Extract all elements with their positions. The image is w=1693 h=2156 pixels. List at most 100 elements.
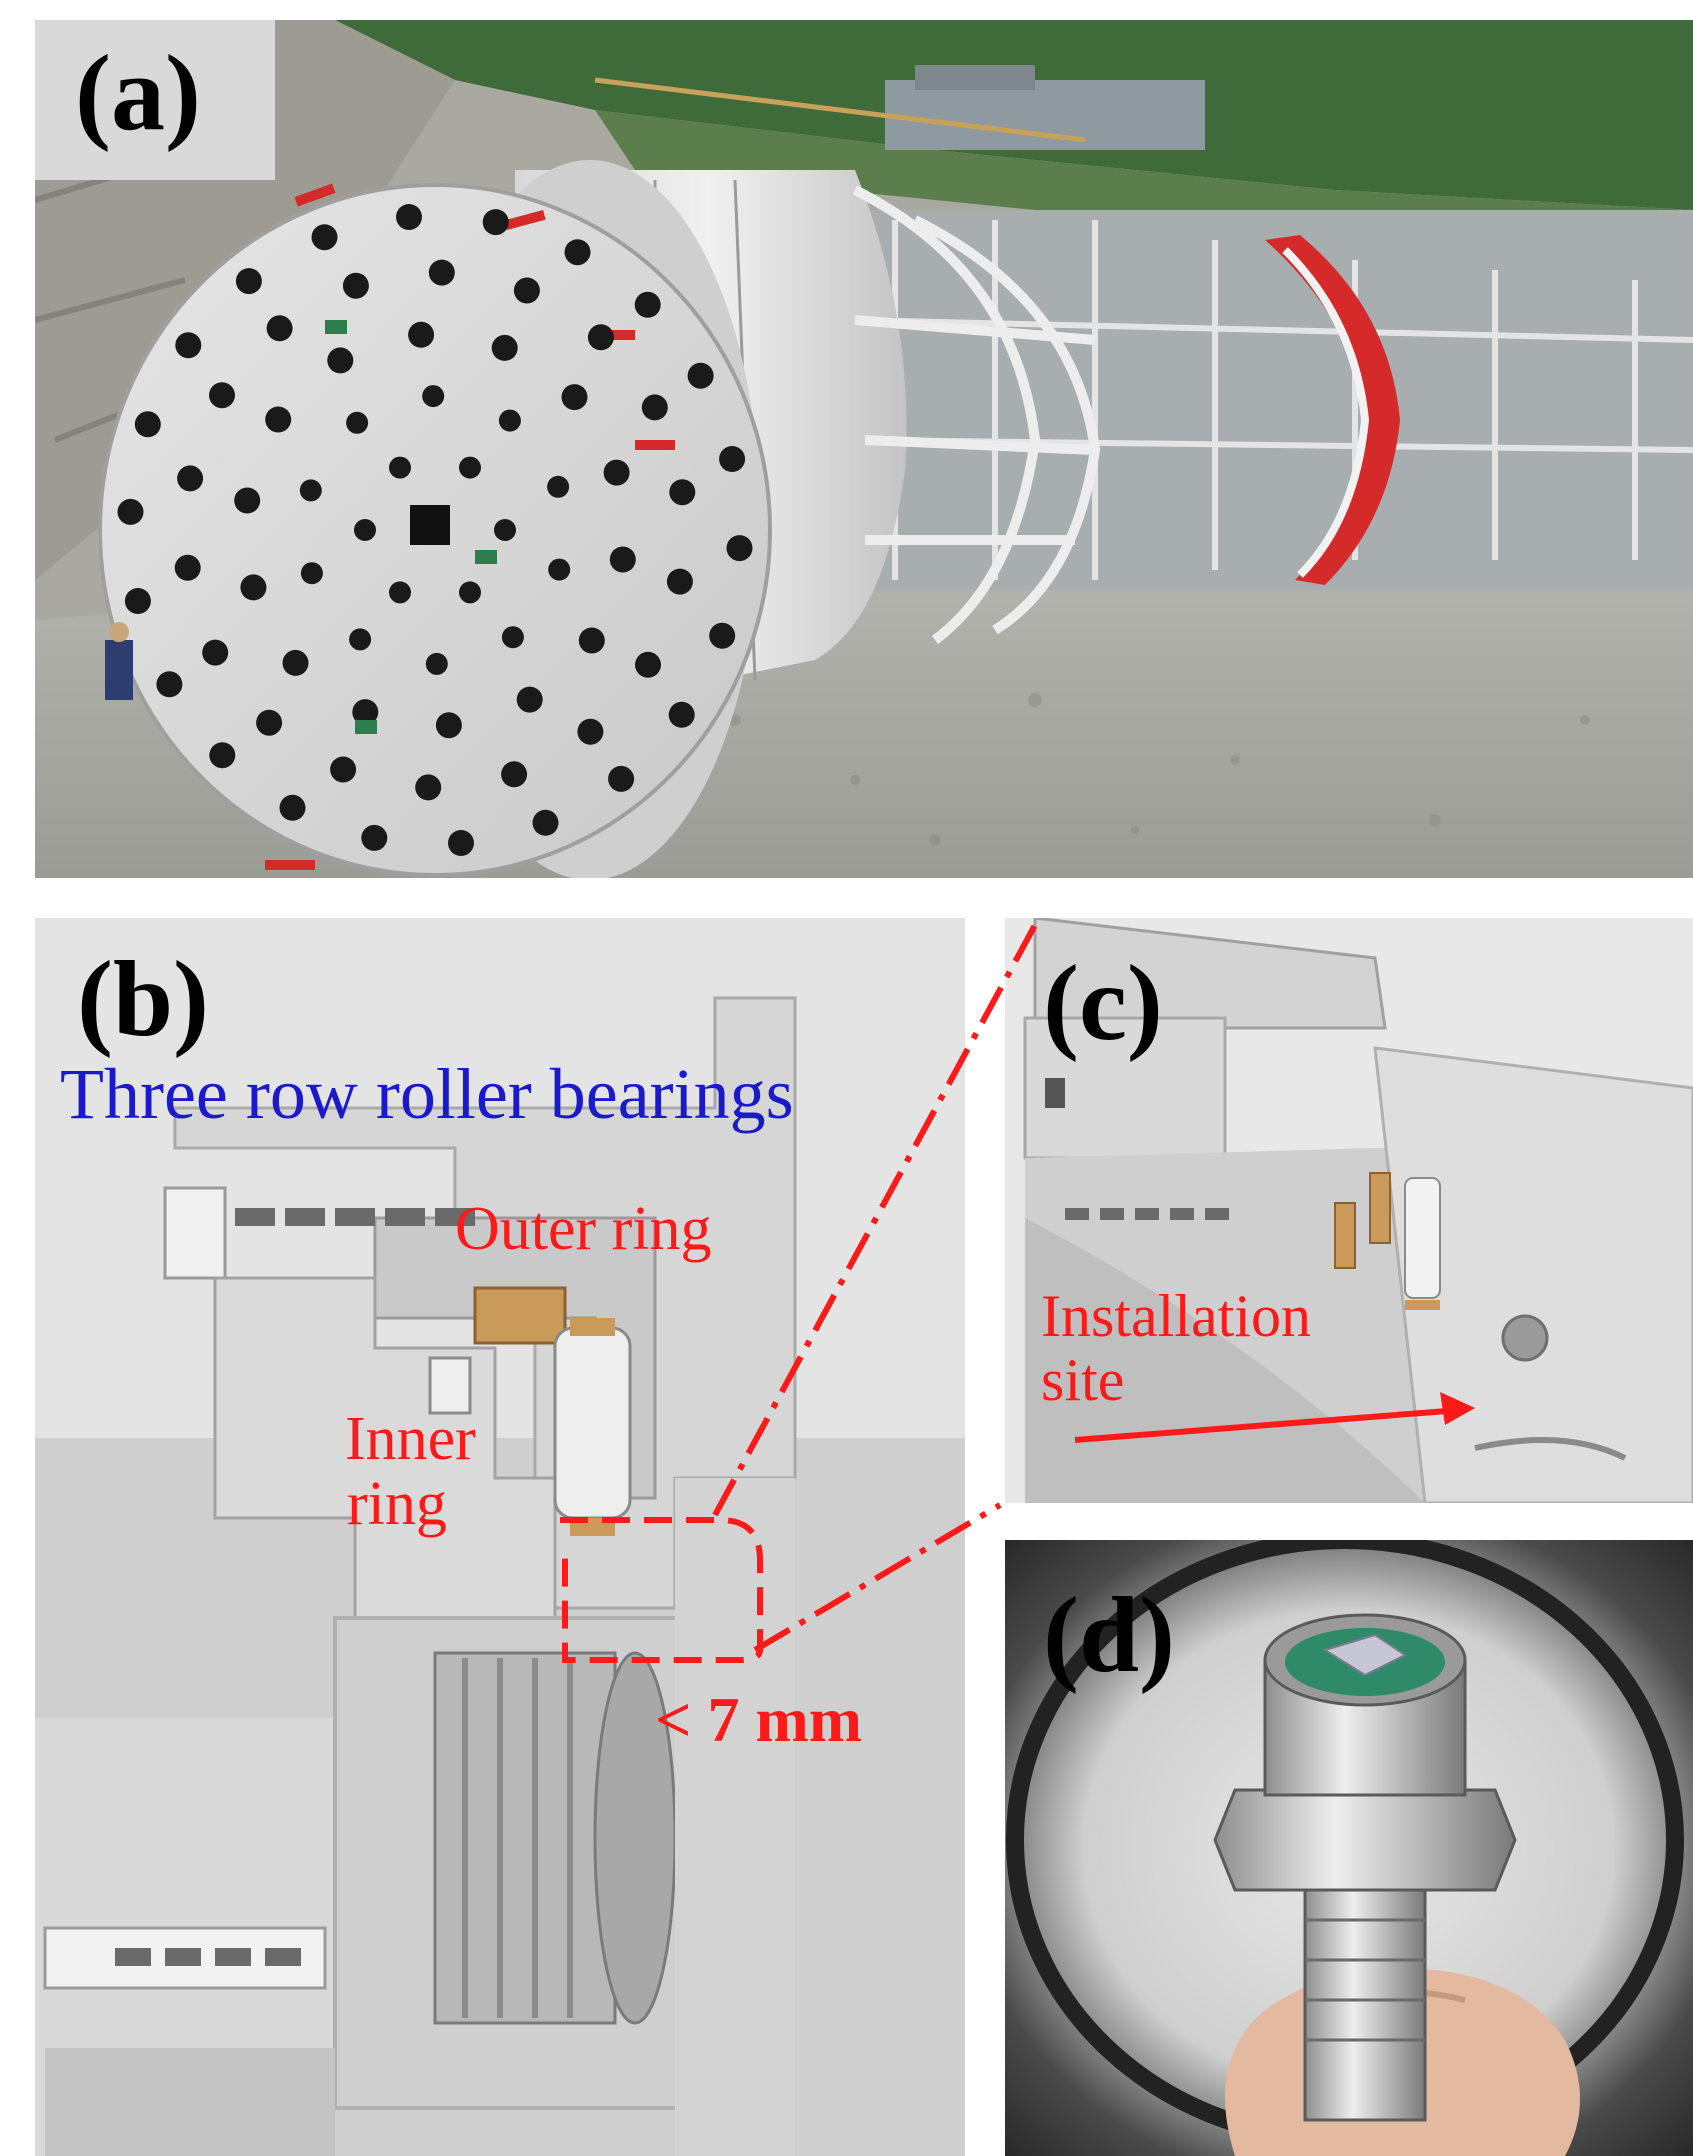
tbm-illustration — [35, 20, 1693, 878]
disc-cutter-opening — [577, 718, 604, 745]
panel-c-installation-view: (c) Installation site — [1005, 918, 1693, 1503]
disc-cutter-opening — [587, 324, 614, 351]
disc-cutter-opening — [396, 204, 422, 230]
panel-d-sensor-photo: (d) — [1005, 1540, 1693, 2156]
disc-cutter-opening — [124, 588, 151, 614]
disc-cutter-opening — [448, 830, 474, 856]
disc-cutter-opening — [548, 558, 571, 581]
disc-cutter-opening — [561, 384, 588, 411]
disc-cutter-opening — [428, 259, 455, 286]
installation-site-label-line2: site — [1041, 1347, 1125, 1413]
disc-cutter-opening — [209, 382, 235, 409]
site-building — [885, 80, 1205, 150]
disc-cutter-opening — [719, 446, 746, 472]
disc-cutter-opening — [669, 479, 696, 506]
disc-cutter-opening — [265, 406, 292, 433]
radial-roller — [553, 1326, 632, 1520]
disc-cutter-opening — [327, 347, 354, 374]
disc-cutter-opening — [435, 712, 462, 739]
disc-cutter-opening — [300, 562, 323, 585]
axial-roller — [473, 1286, 567, 1345]
disc-cutter-opening — [389, 456, 411, 479]
disc-cutter-opening — [177, 465, 204, 492]
disc-cutter-opening — [564, 239, 591, 266]
backup-gantry — [855, 210, 1693, 590]
disc-cutter-opening — [501, 626, 524, 649]
disc-cutter-opening — [459, 581, 481, 604]
disc-cutter-opening — [330, 756, 357, 783]
disc-cutter-opening — [635, 651, 661, 678]
disc-cutter-opening — [482, 209, 509, 236]
disc-cutter-opening — [256, 709, 283, 736]
disc-cutter-opening — [361, 824, 388, 851]
disc-cutter-opening — [311, 224, 338, 251]
outer-ring-label: Outer ring — [455, 1195, 712, 1263]
disc-cutter-opening — [709, 622, 736, 649]
disc-cutter-opening — [342, 272, 369, 299]
red-ring-segment — [1265, 235, 1400, 585]
panel-b-bearing-section: (b) Three row roller bearings Outer ring… — [35, 918, 965, 2156]
disc-cutter-opening — [266, 315, 293, 342]
roller-detail — [1334, 1202, 1356, 1269]
small-roller — [428, 1356, 472, 1415]
disc-cutter-opening — [134, 411, 161, 438]
disc-cutter-opening — [501, 761, 528, 788]
disc-cutter-opening — [459, 456, 481, 479]
disc-cutter-opening — [687, 362, 714, 389]
installation-hole — [1501, 1314, 1549, 1362]
disc-cutter-opening — [609, 546, 636, 573]
panel-c-label: (c) — [1043, 944, 1163, 1063]
disc-cutter-opening — [603, 459, 630, 486]
disc-cutter-opening — [352, 699, 379, 726]
disc-cutter-opening — [532, 809, 559, 836]
disc-cutter-opening — [641, 394, 668, 421]
worker-equipment — [105, 640, 133, 700]
disc-cutter-opening — [174, 554, 201, 581]
panel-b-label: (b) — [77, 940, 209, 1059]
disc-cutter-opening — [498, 409, 521, 432]
inner-ring-label-line1: Inner — [345, 1405, 476, 1473]
disc-cutter-openings — [117, 204, 753, 856]
panel-d-label: (d) — [1043, 1576, 1175, 1695]
disc-cutter-opening — [117, 498, 144, 525]
disc-cutter-opening — [408, 321, 435, 348]
gap-measurement-label: < 7 mm — [655, 1684, 863, 1755]
panel-a-label: (a) — [75, 34, 201, 153]
sensor-threaded-body — [1303, 1868, 1427, 2122]
disc-cutter-opening — [726, 535, 753, 562]
disc-cutter-opening — [235, 268, 262, 295]
sensor-illustration — [1005, 1540, 1693, 2156]
disc-cutter-opening — [299, 479, 322, 502]
sensor-hex-nut — [1213, 1788, 1517, 1892]
panel-a-tbm-photo: (a) — [35, 20, 1693, 878]
disc-cutter-opening — [666, 568, 693, 595]
disc-cutter-opening — [668, 701, 695, 728]
disc-cutter-opening — [202, 639, 229, 666]
disc-cutter-opening — [513, 277, 540, 304]
disc-cutter-opening — [349, 628, 372, 651]
disc-cutter-opening — [491, 334, 518, 361]
disc-cutter-opening — [240, 574, 267, 601]
disc-cutter-opening — [354, 519, 376, 541]
disc-cutter-opening — [608, 765, 635, 792]
disc-cutter-opening — [209, 742, 236, 769]
disc-cutter-opening — [634, 291, 661, 318]
disc-cutter-opening — [156, 671, 183, 698]
disc-cutter-opening — [516, 686, 543, 713]
disc-cutter-opening — [422, 385, 445, 408]
disc-cutter-opening — [282, 649, 309, 676]
inner-ring-label-line2: ring — [347, 1470, 447, 1538]
disc-cutter-opening — [494, 519, 516, 541]
bearing-type-title: Three row roller bearings — [60, 1054, 794, 1134]
installation-site-label-line1: Installation — [1041, 1283, 1311, 1349]
disc-cutter-opening — [279, 794, 306, 821]
gripper-frame — [852, 185, 1101, 644]
disc-cutter-opening — [346, 411, 369, 434]
disc-cutter-opening — [578, 627, 605, 654]
panel-a-label-box — [35, 20, 275, 180]
disc-cutter-opening — [547, 475, 570, 498]
disc-cutter-opening — [415, 774, 442, 801]
disc-cutter-opening — [175, 332, 202, 359]
disc-cutter-opening — [425, 652, 448, 675]
disc-cutter-opening — [389, 581, 411, 604]
